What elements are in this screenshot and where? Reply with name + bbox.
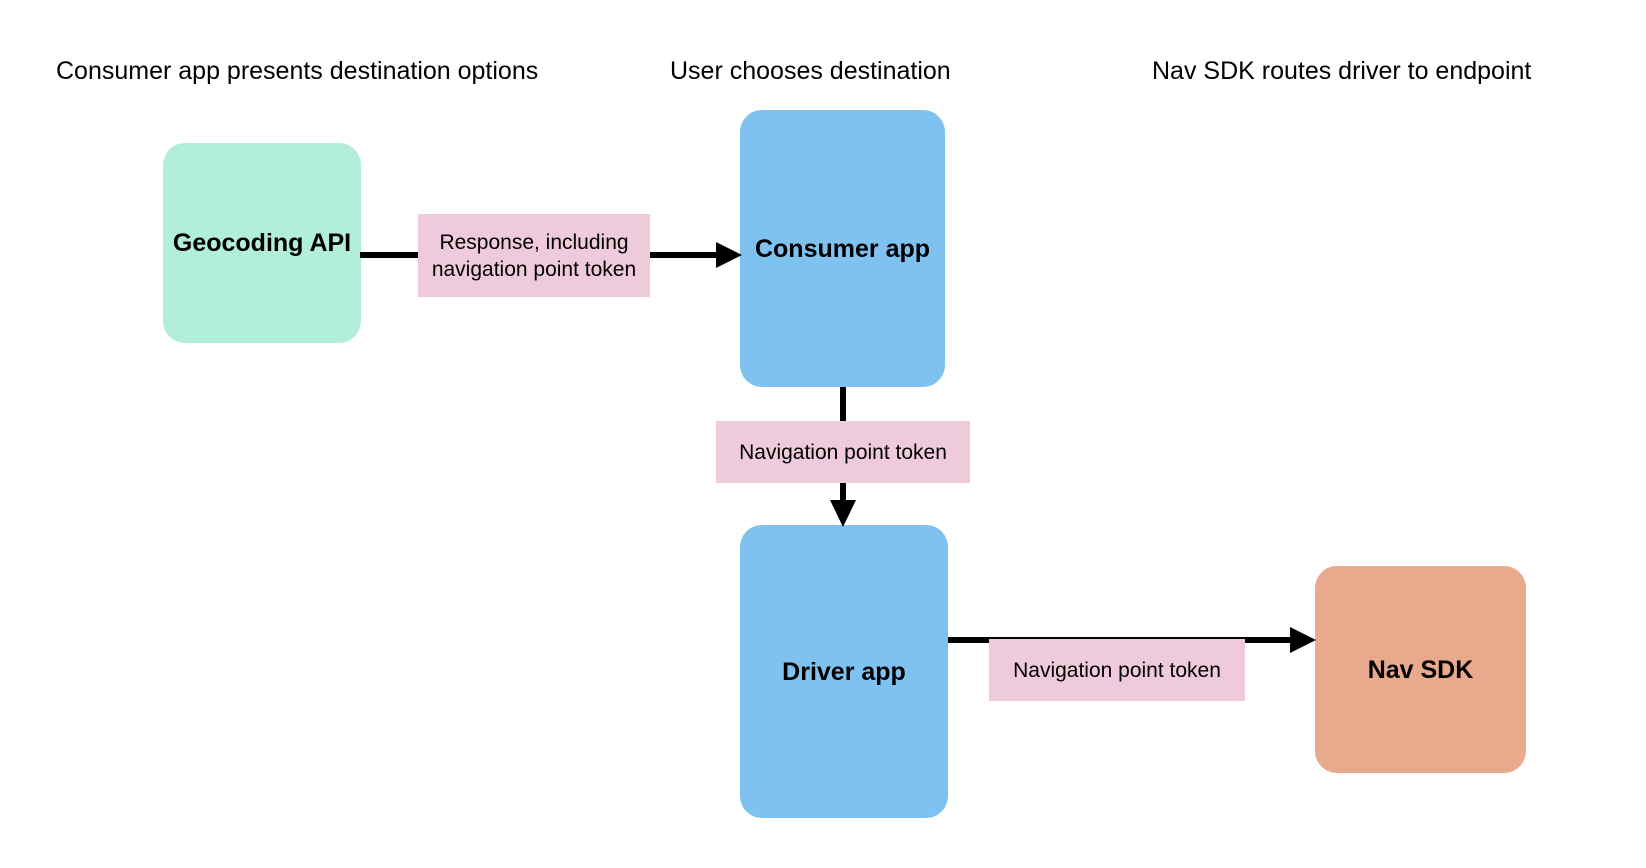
node-consumer-app-label: Consumer app	[754, 234, 931, 263]
column-header-user-chooses: User chooses destination	[670, 57, 951, 85]
edge-label-text: Response, including navigation point tok…	[431, 230, 637, 281]
edge-label-navigation-point-token-vertical: Navigation point token	[716, 421, 970, 483]
node-nav-sdk-label: Nav SDK	[1367, 655, 1474, 684]
edge-label-text: Navigation point token	[1013, 658, 1221, 682]
edge-label-navigation-point-token-horizontal: Navigation point token	[989, 639, 1245, 701]
node-nav-sdk[interactable]: Nav SDK	[1315, 566, 1526, 773]
node-driver-app-label: Driver app	[782, 657, 906, 686]
column-header-nav-sdk-routes: Nav SDK routes driver to endpoint	[1152, 57, 1532, 85]
column-header-consumer-app-presents: Consumer app presents destination option…	[56, 57, 539, 85]
node-geocoding-api[interactable]: Geocoding API	[163, 143, 361, 343]
node-geocoding-api-label: Geocoding API	[172, 229, 352, 257]
edge-label-response-including-navigation-point-token: Response, including navigation point tok…	[418, 214, 650, 297]
edge-label-text: Navigation point token	[739, 440, 947, 464]
node-consumer-app[interactable]: Consumer app	[740, 110, 945, 387]
node-driver-app[interactable]: Driver app	[740, 525, 948, 818]
